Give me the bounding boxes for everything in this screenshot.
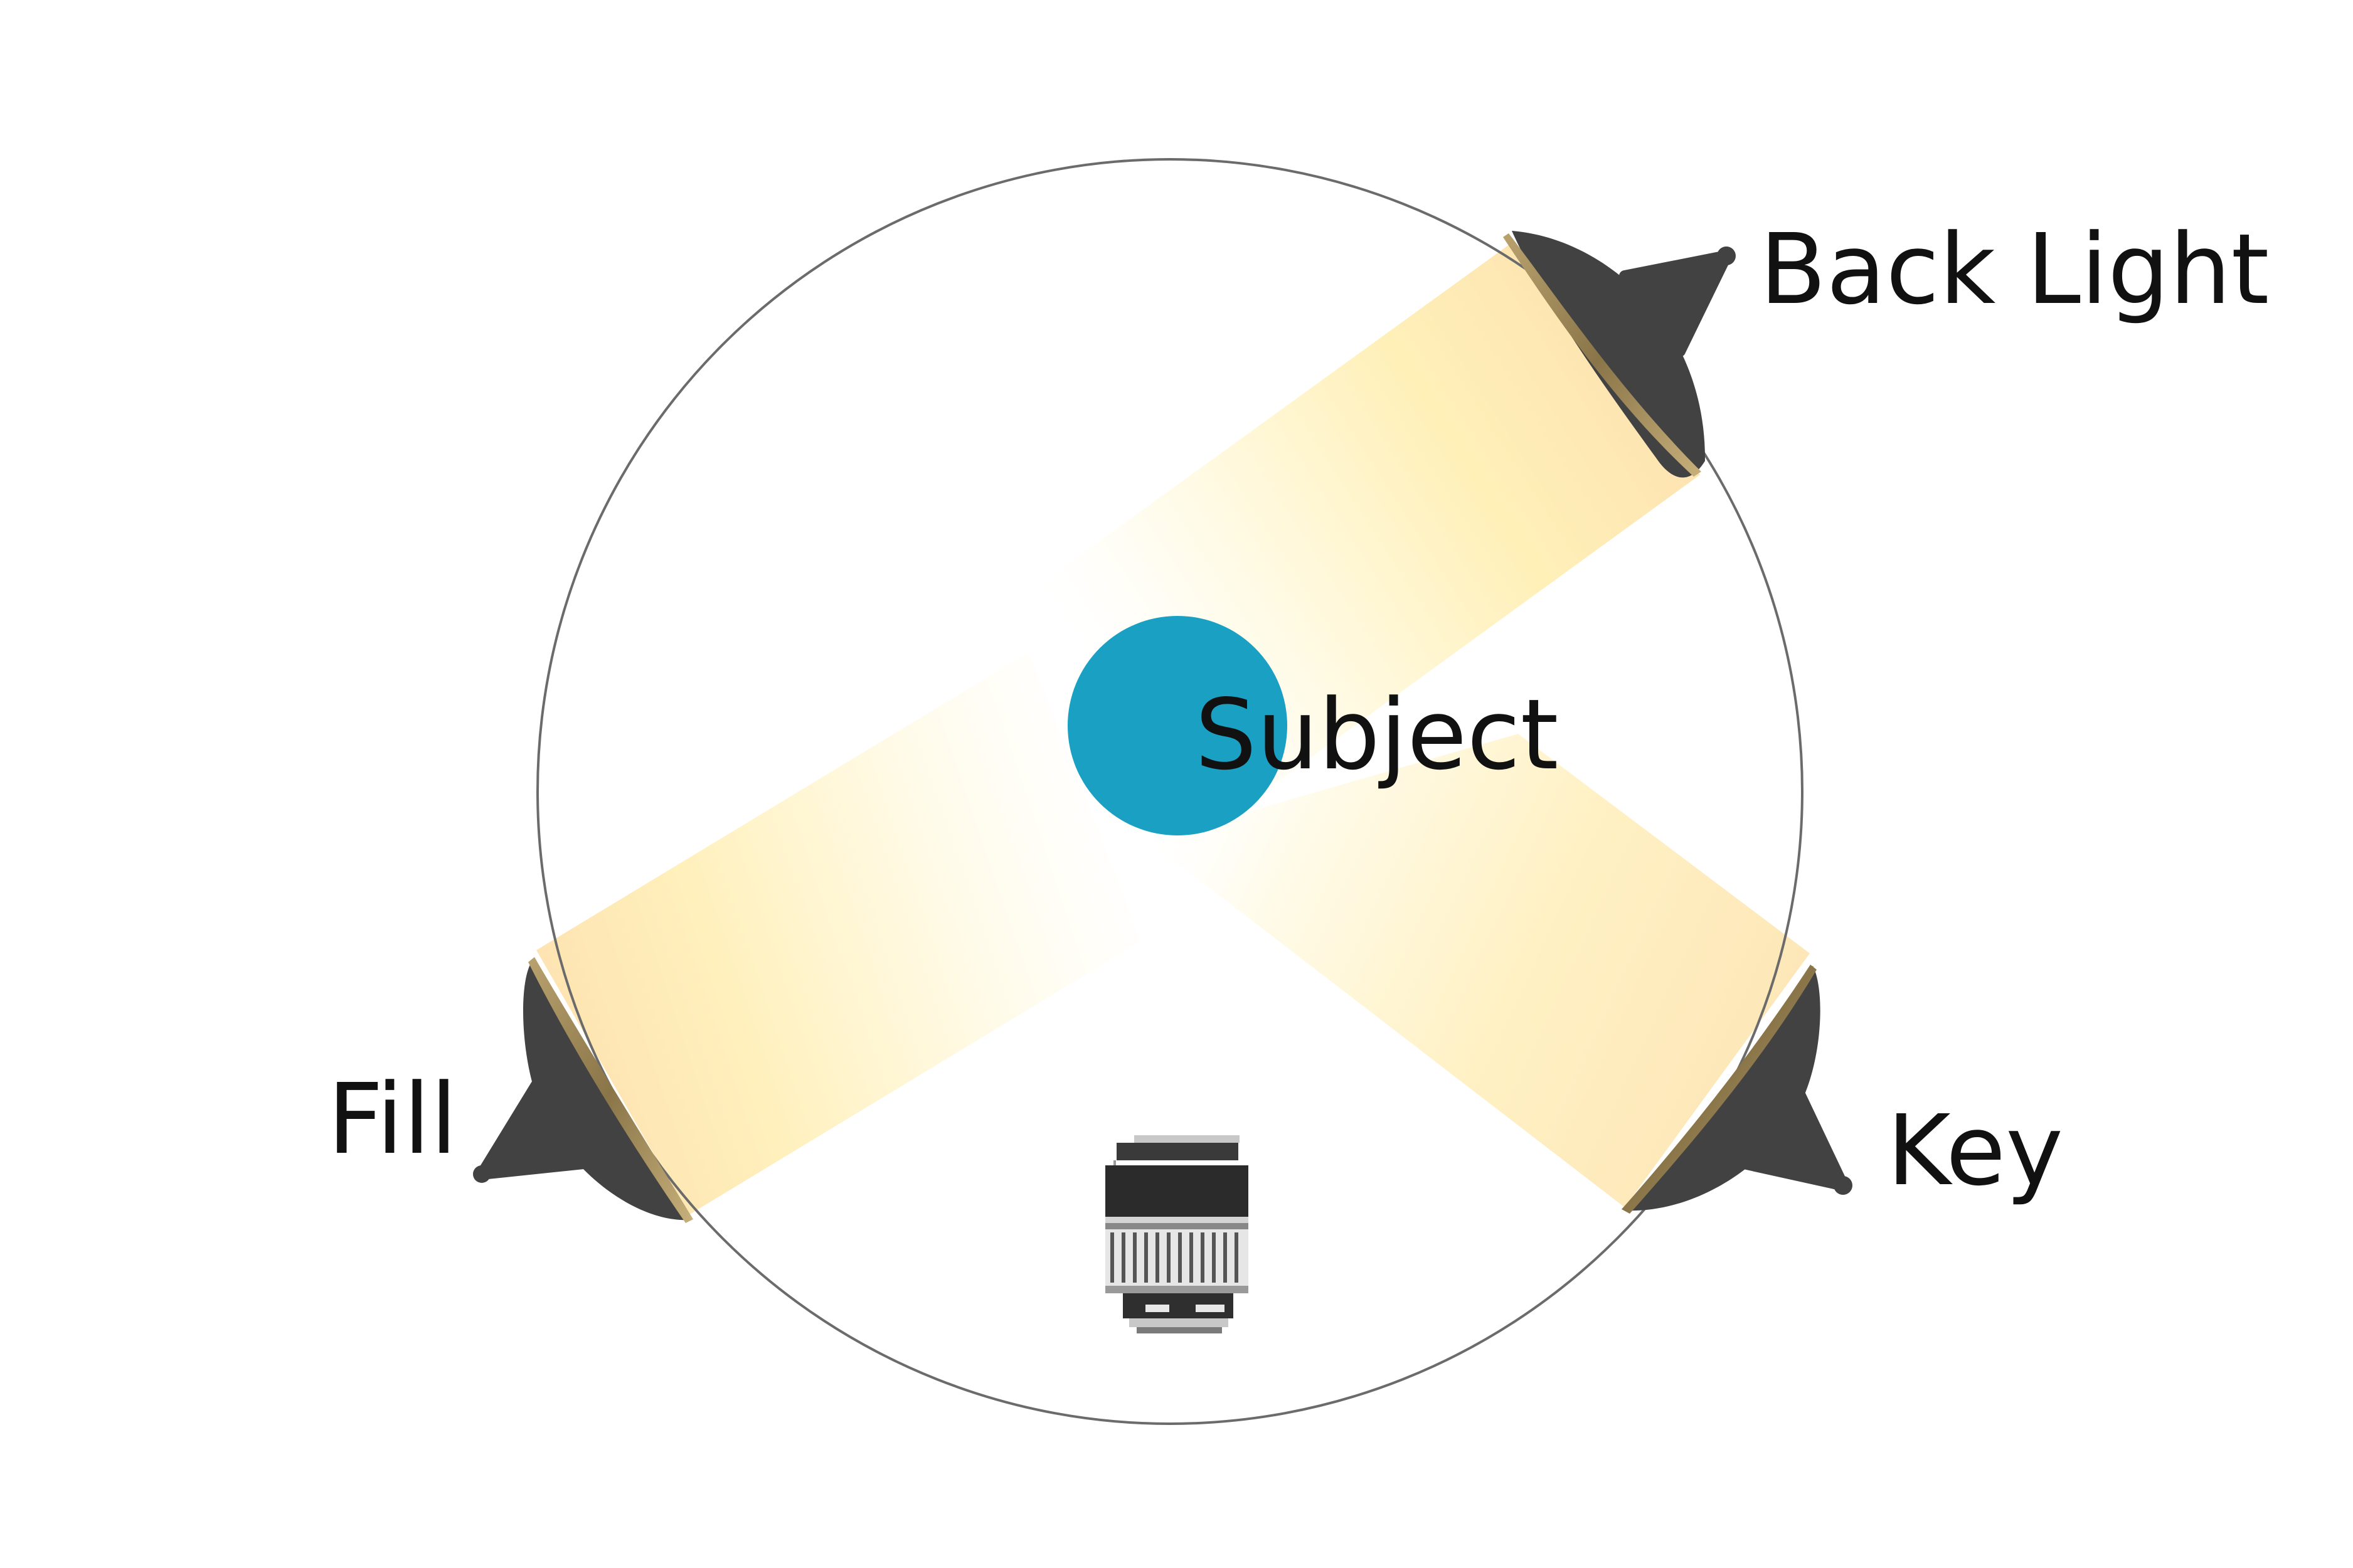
key-light-icon xyxy=(1622,965,1852,1214)
key-label: Key xyxy=(1887,1094,2063,1207)
key-light-beam xyxy=(1148,734,1810,1207)
fill-label: Fill xyxy=(327,1062,457,1176)
stage-circle xyxy=(536,158,1803,1425)
subject-marker xyxy=(1068,616,1287,835)
fill-light-icon xyxy=(473,957,693,1223)
fill-light-beam xyxy=(536,652,1142,1215)
back-light-icon xyxy=(1503,231,1736,478)
camera-lens-icon xyxy=(1105,1135,1248,1333)
subject-label: Subject xyxy=(1195,678,1558,792)
back-light-label: Back Light xyxy=(1760,213,2269,326)
